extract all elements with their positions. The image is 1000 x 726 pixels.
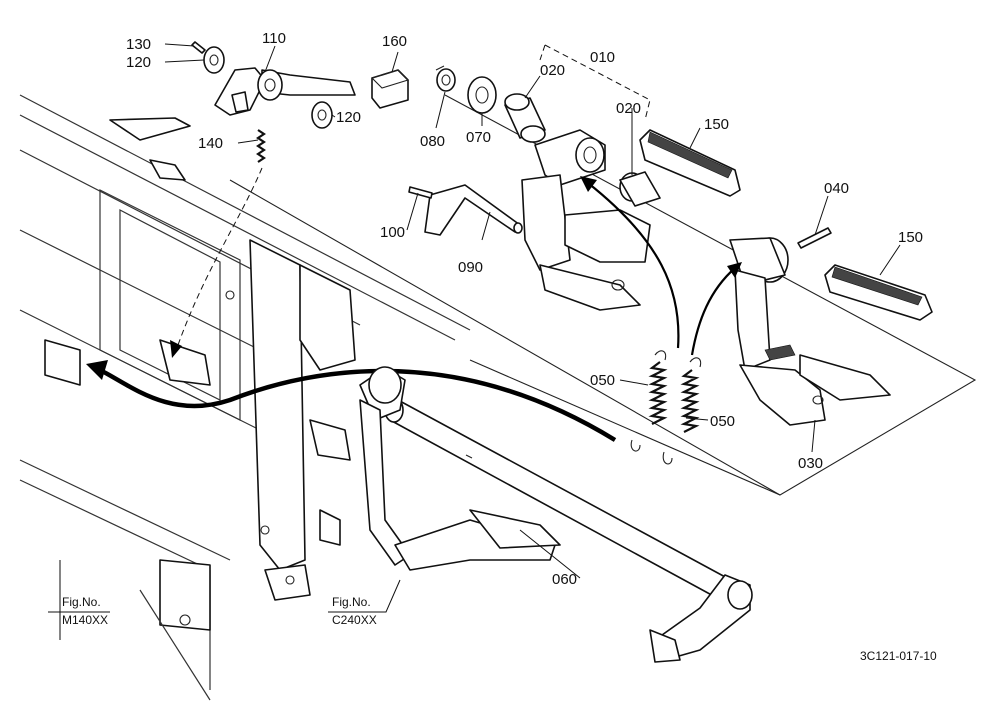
part-120-washer-a [203,46,225,74]
part-070-washer [467,76,497,114]
figure-references: Fig.No. M140XX Fig.No. C240XX 3C121-017-… [62,595,937,663]
part-130-pin [191,41,206,54]
fig-ref-left-code: M140XX [62,613,108,627]
chassis-frame [19,94,471,701]
callout-120-a: 120 [126,54,151,71]
leader-lines [48,43,901,613]
callout-040: 040 [824,180,849,197]
callout-090: 090 [458,259,483,276]
callout-100: 100 [380,224,405,241]
part-080-washer [435,65,456,92]
part-140-spring [256,129,266,163]
part-100-pin [408,186,433,199]
callout-060: 060 [552,571,577,588]
part-060-pedal-shaft [359,366,753,663]
callout-020-a: 020 [540,62,565,79]
assembly-boundary [229,44,977,496]
spring-anchor-arrow [98,367,617,442]
callout-020-b: 020 [616,100,641,117]
spring-hook-arrow [170,340,182,358]
spring-hook-path [177,167,263,346]
part-040-pin [797,227,832,249]
part-150-footpad-b [824,264,933,321]
part-020-bushing-b [619,171,661,207]
callout-080: 080 [420,133,445,150]
callout-010: 010 [590,49,615,66]
callout-130: 130 [126,36,151,53]
callout-030: 030 [798,455,823,472]
callout-110: 110 [262,30,286,47]
part-050-spring-a [630,350,668,452]
part-120-washer-b [311,101,333,129]
drawing-number: 3C121-017-10 [860,649,937,663]
spring-a-arrow [587,182,680,349]
callout-140: 140 [198,135,223,152]
callout-150-b: 150 [898,229,923,246]
fig-ref-right-code: C240XX [332,613,377,627]
part-090-rod [424,184,523,236]
callout-120-b: 120 [336,109,361,126]
part-150-footpad-a [639,129,741,197]
callout-050-a: 050 [590,372,615,389]
spring-b-arrow [690,267,736,356]
part-020-bushing-a [504,93,546,143]
fig-ref-left-label: Fig.No. [62,595,101,609]
part-160-grip [370,69,410,109]
part-030-pedal [729,237,891,426]
part-050-spring-b [662,357,702,465]
callout-150-a: 150 [704,116,729,133]
fig-ref-right-label: Fig.No. [332,595,371,609]
callout-050-b: 050 [710,413,735,430]
part-010-pedal [521,129,651,311]
part-110-lever [214,67,356,116]
callout-160: 160 [382,33,407,50]
callout-070: 070 [466,129,491,146]
callouts: 130 120 110 160 120 140 080 070 020 010 … [126,30,923,588]
